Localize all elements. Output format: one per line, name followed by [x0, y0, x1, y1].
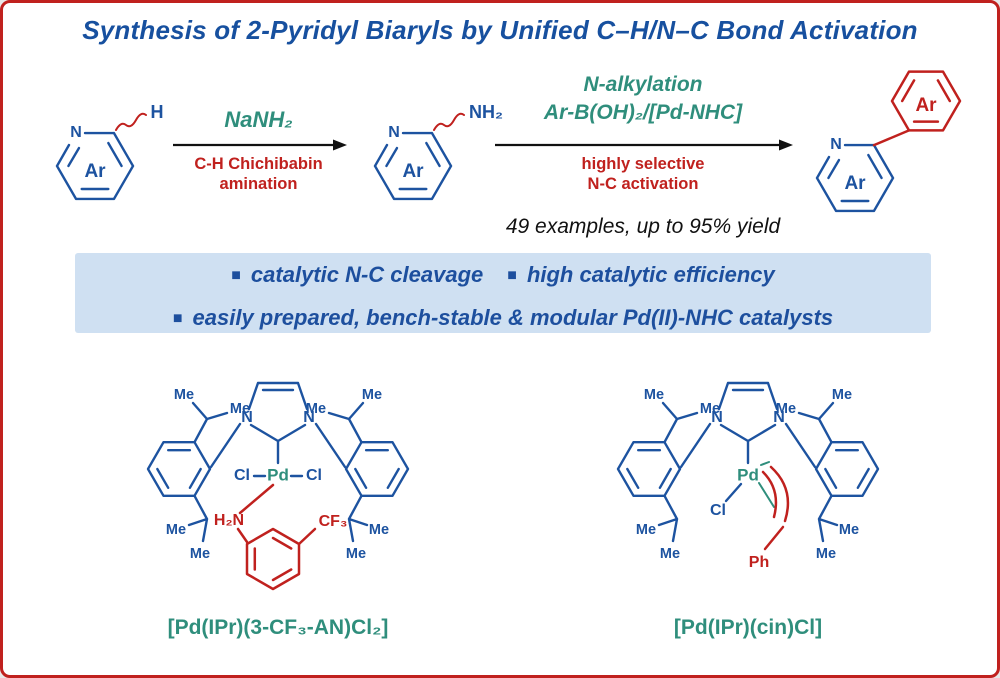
nhc-ligand-bonds [146, 381, 410, 543]
cl-label: Cl [234, 467, 250, 484]
highlights-panel: ■ catalytic N-C cleavage ■ high catalytic e… [75, 253, 931, 333]
cl-label: Cl [710, 502, 726, 519]
intermediate-structure: N Ar NH₂ [373, 102, 503, 201]
page-title: Synthesis of 2-Pyridyl Biaryls by Unifie… [82, 15, 918, 45]
pyridine-n-label: N [70, 124, 82, 141]
cleavage-squiggle-bond [115, 112, 147, 131]
me-label: Me [636, 522, 656, 538]
me-label: Me [839, 522, 859, 538]
arrow2-condition-line2: N-C activation [587, 175, 699, 193]
nh2-substituent-label: NH₂ [469, 102, 503, 122]
ar-aryl-label: Ar [915, 95, 937, 116]
pd-label: Pd [267, 465, 289, 484]
pd-allyl-coordination-bonds [758, 461, 775, 508]
biaryl-bond-and-aryl-ring [872, 70, 962, 147]
me-label: Me [190, 546, 210, 562]
pyridine-ring-bonds [815, 143, 895, 213]
arrow2-condition-line1: highly selective [581, 155, 705, 173]
amine-label: H₂N [214, 512, 244, 529]
cleavage-squiggle-bond [433, 112, 465, 131]
reaction-arrow-1 [173, 139, 347, 151]
catalyst-left-structure: Me Me Me Me Me Me Me Me N N Pd Cl Cl H₂N… [146, 381, 410, 591]
ar-pyridyl-label: Ar [844, 173, 866, 194]
pyridine-n-label: N [830, 136, 842, 153]
me-label: Me [346, 546, 366, 562]
arrow2-reagent-line1: N-alkylation [583, 73, 703, 96]
imidazole-n-label: N [303, 409, 315, 426]
me-label: Me [816, 546, 836, 562]
me-label: Me [660, 546, 680, 562]
nhc-ligand-bonds [616, 381, 880, 543]
me-label: Me [362, 387, 382, 403]
me-label: Me [174, 387, 194, 403]
me-label: Me [832, 387, 852, 403]
bullet-icon: ■ [507, 267, 517, 284]
highlight-line-1: ■ catalytic N-C cleavage ■ high catalytic e… [75, 256, 931, 296]
pyridine-ring-bonds [373, 131, 453, 201]
me-label: Me [700, 401, 720, 417]
imidazole-n-label: N [711, 409, 723, 426]
arrow1-reagent: NaNH₂ [224, 107, 293, 132]
me-label: Me [230, 401, 250, 417]
imidazole-n-label: N [241, 409, 253, 426]
catalyst-right-structure: Me Me Me Me Me Me Me Me N N Pd Cl Ph [616, 381, 880, 571]
me-label: Me [369, 522, 389, 538]
arrow1-condition-line1: C-H Chichibabin [194, 155, 323, 173]
bullet-icon: ■ [231, 267, 241, 284]
highlight-item-3: easily prepared, bench-stable & modular … [192, 305, 834, 330]
arrow2-conditions: highly selective N-C activation [493, 154, 793, 194]
highlight-line-2: ■ easily prepared, bench-stable & modular… [75, 299, 931, 339]
reactant-structure: N Ar H [55, 102, 164, 201]
arrow2-reagent-line2: Ar-B(OH)₂/[Pd-NHC] [543, 101, 743, 124]
highlight-item-2: high catalytic efficiency [526, 262, 775, 287]
aniline-ligand-bonds [236, 483, 317, 591]
arrow1-condition-line2: amination [219, 175, 298, 193]
imidazole-n-label: N [773, 409, 785, 426]
me-label: Me [306, 401, 326, 417]
cinnamyl-ligand-bonds [761, 465, 790, 551]
pyridine-ring-bonds [55, 131, 135, 201]
pd-label: Pd [737, 465, 759, 484]
bullet-icon: ■ [172, 310, 183, 327]
reaction-arrow-2 [495, 139, 793, 151]
product-structure: N Ar Ar [815, 70, 962, 213]
scope-yield-text: 49 examples, up to 95% yield [505, 215, 781, 238]
me-label: Me [776, 401, 796, 417]
highlight-item-1: catalytic N-C cleavage [250, 262, 484, 287]
pyridine-n-label: N [388, 124, 400, 141]
ar-label: Ar [84, 161, 106, 182]
ph-label: Ph [749, 554, 769, 571]
catalyst-right-name: [Pd(IPr)(cin)Cl] [673, 616, 823, 639]
catalyst-left-name: [Pd(IPr)(3-CF₃-AN)Cl₂] [167, 616, 389, 639]
me-label: Me [644, 387, 664, 403]
cl-label: Cl [306, 467, 322, 484]
cf3-label: CF₃ [319, 513, 348, 530]
ar-label: Ar [402, 161, 424, 182]
arrow1-conditions: C-H Chichibabin amination [166, 154, 351, 194]
h-substituent-label: H [151, 102, 164, 122]
me-label: Me [166, 522, 186, 538]
